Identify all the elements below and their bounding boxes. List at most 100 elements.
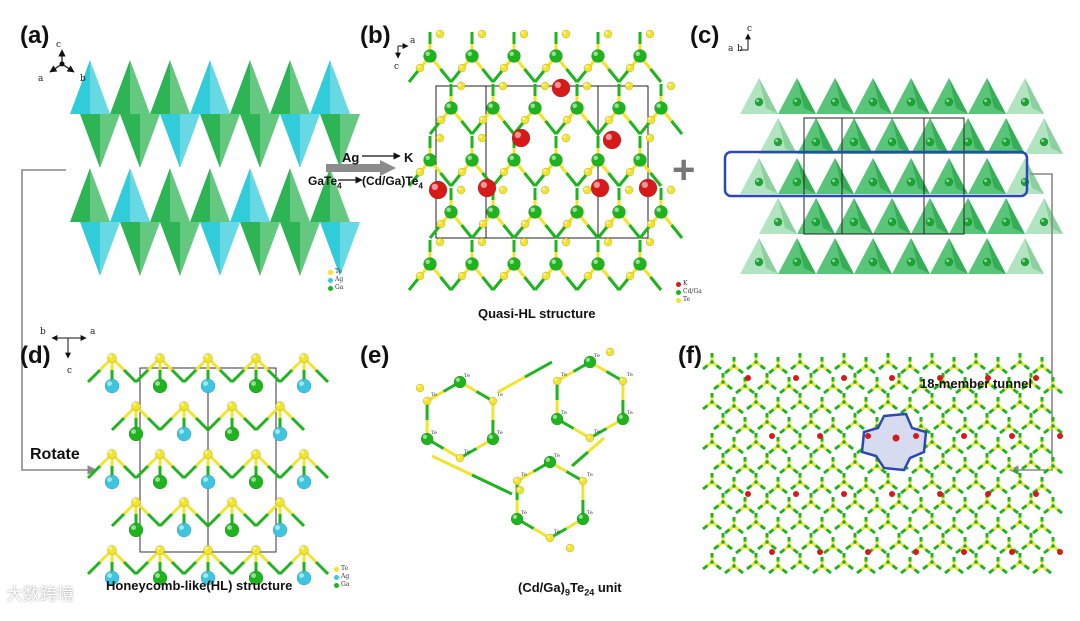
ga-atom xyxy=(941,500,945,504)
te-atom-highlight xyxy=(585,169,588,173)
te-atom-highlight xyxy=(108,450,113,454)
bond xyxy=(922,364,929,371)
bond xyxy=(1010,364,1017,371)
te-atom-highlight xyxy=(276,498,280,502)
te-atom xyxy=(561,237,571,247)
bond xyxy=(628,120,642,135)
ga-atom-highlight xyxy=(155,573,160,578)
bond xyxy=(801,424,808,431)
cd-ga-atom-highlight xyxy=(635,259,640,264)
bond xyxy=(779,548,786,555)
bond xyxy=(935,524,942,531)
tetrahedron-face xyxy=(310,60,330,114)
te-atom-highlight xyxy=(252,546,256,550)
bond xyxy=(737,568,744,575)
ag-atom xyxy=(272,426,288,442)
cd-ga-atom-highlight xyxy=(488,207,493,213)
te-atom-highlight xyxy=(648,221,651,225)
connector-arrows xyxy=(21,169,1053,475)
ga-center-atom-highlight xyxy=(946,179,949,183)
te-atom-highlight xyxy=(228,402,232,406)
bond xyxy=(768,528,775,535)
cd-ga-atom-highlight xyxy=(593,155,598,161)
ga-atom xyxy=(820,564,824,568)
tetrahedron-face xyxy=(180,114,200,168)
bond xyxy=(814,464,821,471)
bond xyxy=(746,484,753,491)
te-atom-highlight xyxy=(585,65,588,68)
bond xyxy=(990,464,997,471)
ga-atom xyxy=(908,564,912,568)
axis-label-d-c: c xyxy=(67,366,73,376)
cd-ga-atom-highlight xyxy=(618,414,623,419)
ag-atom xyxy=(296,570,312,586)
bond xyxy=(823,468,830,475)
bond xyxy=(266,464,282,480)
bond xyxy=(748,388,755,395)
te-atom xyxy=(625,271,635,281)
bond xyxy=(801,464,808,471)
bond xyxy=(990,424,997,431)
bond xyxy=(834,444,841,451)
bond xyxy=(122,464,138,480)
bridge-bond xyxy=(571,450,589,468)
ag-atom-highlight xyxy=(299,477,304,482)
bond xyxy=(218,560,234,576)
tetrahedron-face xyxy=(100,222,120,276)
te-atom xyxy=(203,449,213,459)
bond xyxy=(902,544,909,551)
bond xyxy=(702,364,709,371)
ga-atom xyxy=(897,500,901,504)
tetrahedron-shade xyxy=(797,78,816,114)
bond xyxy=(900,488,907,495)
te-atom xyxy=(456,81,466,91)
bond xyxy=(781,408,788,415)
bond xyxy=(880,548,887,555)
ga-atom-highlight xyxy=(251,573,256,578)
bond xyxy=(1023,444,1030,451)
ga-atom xyxy=(1018,480,1022,484)
bond xyxy=(715,444,722,451)
te-atom xyxy=(107,353,117,363)
bond xyxy=(790,524,797,531)
bond xyxy=(724,528,731,535)
tetrahedron-shade xyxy=(778,118,797,154)
te-atom-highlight xyxy=(479,135,482,139)
te-atom-highlight xyxy=(204,354,208,358)
bond xyxy=(182,368,198,384)
k-atom-highlight xyxy=(480,181,487,189)
k-atom xyxy=(985,375,991,381)
te-atom-highlight xyxy=(554,378,558,381)
bond xyxy=(1012,508,1019,515)
bond xyxy=(792,428,799,435)
te-atom-highlight xyxy=(156,450,160,454)
ga-center-atom-highlight xyxy=(870,259,873,262)
bond xyxy=(713,504,720,511)
ga-center-atom xyxy=(754,257,764,267)
ga-atom xyxy=(1018,440,1022,444)
bond xyxy=(206,416,222,432)
bond xyxy=(1032,408,1039,415)
bond xyxy=(814,504,821,511)
axis-label-d-b: b xyxy=(40,327,46,337)
ga-center-atom-highlight xyxy=(756,99,759,102)
ga-atom xyxy=(919,544,923,548)
ga-atom xyxy=(787,544,791,548)
bond xyxy=(757,504,764,511)
bond xyxy=(779,388,786,395)
tetrahedron-face xyxy=(120,114,140,168)
ga-atom xyxy=(776,404,780,408)
ga-center-atom-highlight xyxy=(984,99,987,102)
te-atom-highlight xyxy=(563,135,566,139)
bond xyxy=(735,468,742,475)
ga-atom xyxy=(787,464,791,468)
te-atom-highlight xyxy=(606,221,609,225)
bond xyxy=(977,544,984,551)
ga-atom xyxy=(842,440,846,444)
bond xyxy=(768,568,775,575)
te-atom-highlight xyxy=(417,65,420,68)
bond xyxy=(858,464,865,471)
ga-atom xyxy=(1029,380,1033,384)
bond xyxy=(266,368,282,384)
bond xyxy=(924,548,931,555)
